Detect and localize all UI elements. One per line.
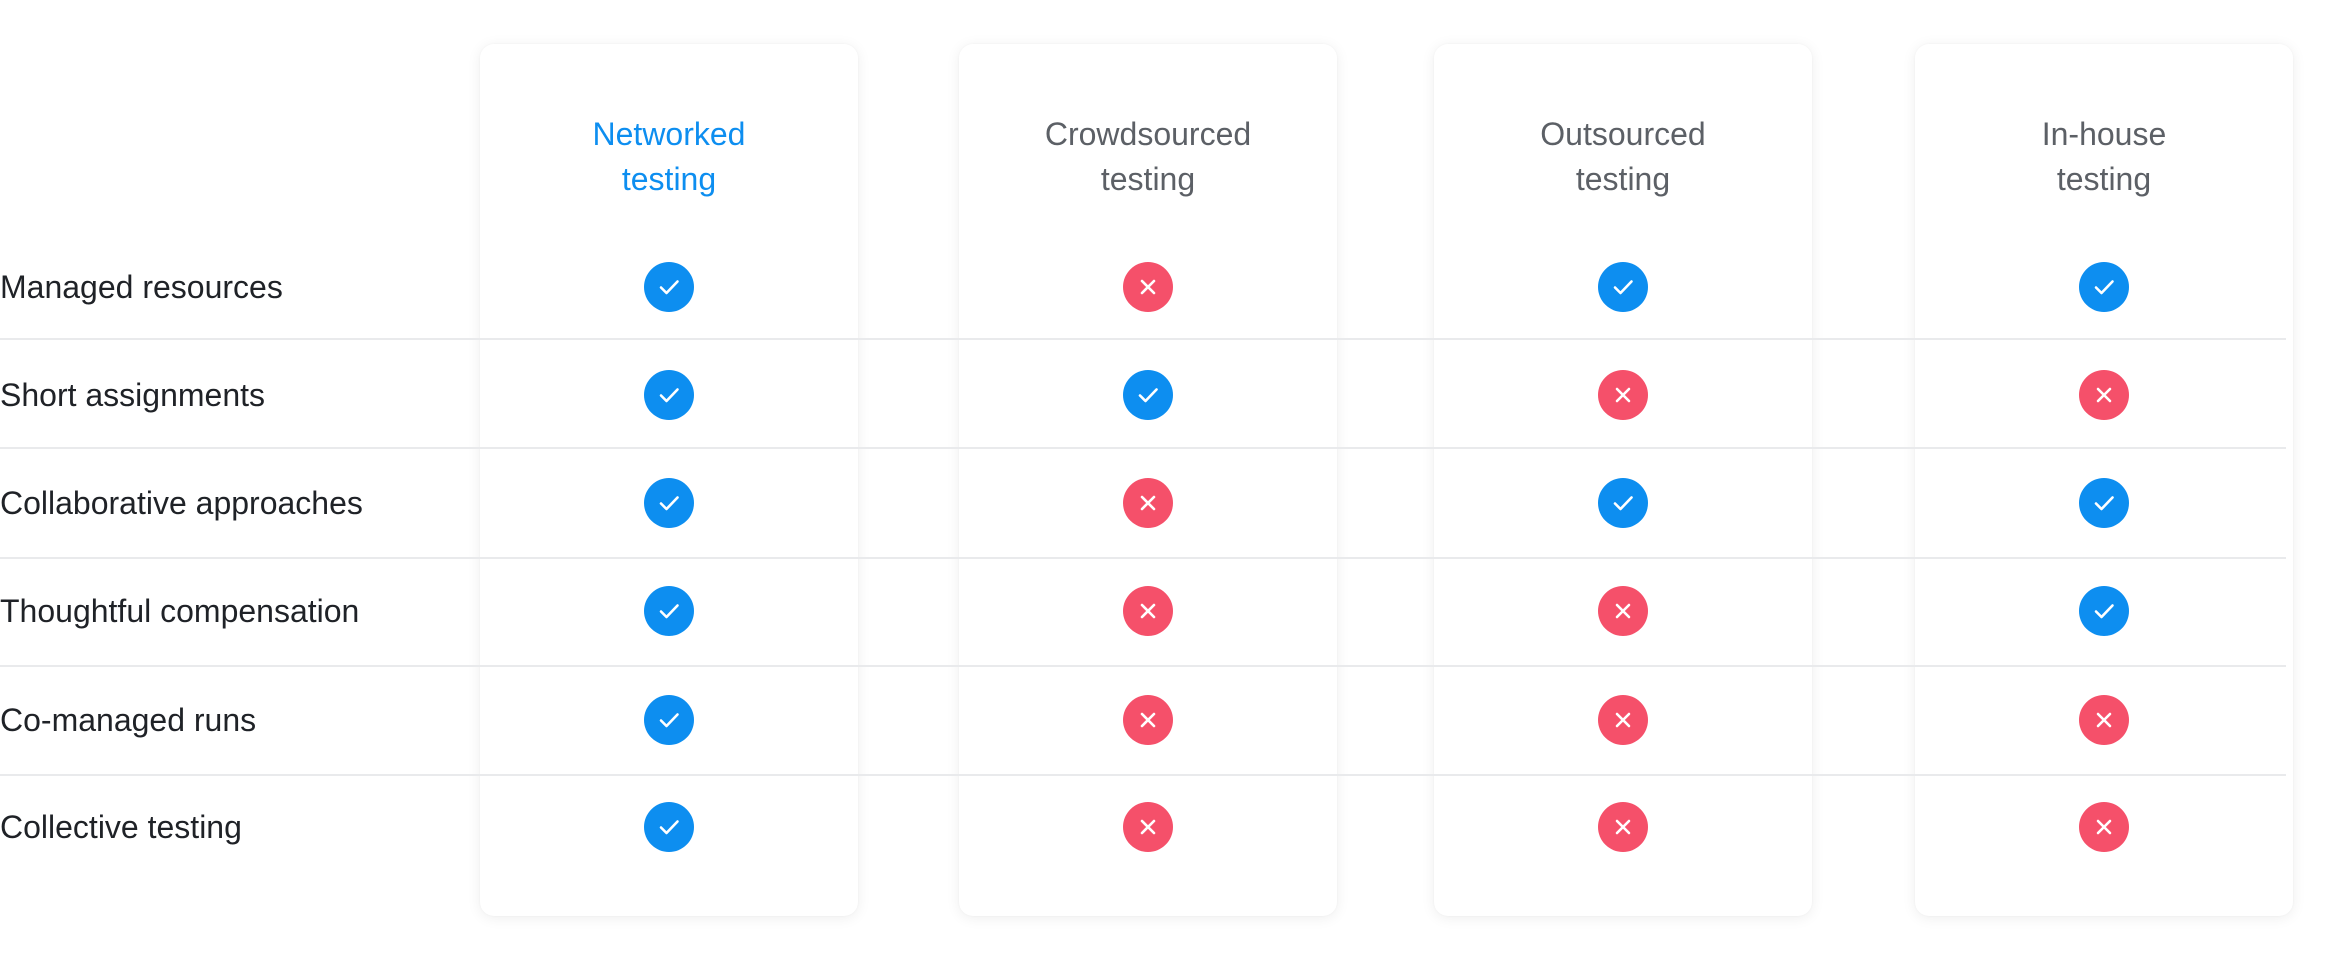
check-circle-icon [1598,478,1648,528]
cross-circle-icon [1598,802,1648,852]
row-divider [0,557,2286,559]
row-label-collective-testing: Collective testing [0,809,242,845]
column-header-line: testing [2056,161,2152,197]
row-divider [0,447,2286,449]
check-circle-icon [644,478,694,528]
cross-circle-icon [1123,695,1173,745]
column-header-line: In-house [2041,116,2167,152]
row-label-short-assignments: Short assignments [0,377,266,413]
check-circle-icon [644,370,694,420]
check-circle-icon [2079,478,2129,528]
column-header-line: Crowdsourced [1044,116,1252,152]
cross-circle-icon [1123,478,1173,528]
column-header-line: testing [1575,161,1671,197]
check-circle-icon [644,802,694,852]
column-header-line: Outsourced [1540,116,1706,152]
row-label-managed-resources: Managed resources [0,269,283,305]
cross-circle-icon [1598,370,1648,420]
check-circle-icon [1123,370,1173,420]
check-circle-icon [2079,586,2129,636]
cross-circle-icon [1598,586,1648,636]
check-circle-icon [644,695,694,745]
column-header-networked: Networked testing [480,112,858,202]
row-divider [0,774,2286,776]
cross-circle-icon [1123,802,1173,852]
row-divider [0,665,2286,667]
row-label-collaborative-approaches: Collaborative approaches [0,485,363,521]
row-label-co-managed-runs: Co-managed runs [0,702,257,738]
column-header-crowdsourced: Crowdsourced testing [959,112,1337,202]
cross-circle-icon [1598,695,1648,745]
check-circle-icon [1598,262,1648,312]
cross-circle-icon [2079,802,2129,852]
cross-circle-icon [2079,695,2129,745]
cross-circle-icon [2079,370,2129,420]
row-divider [0,338,2286,340]
check-circle-icon [644,262,694,312]
check-circle-icon [2079,262,2129,312]
column-header-line: testing [1100,161,1196,197]
check-circle-icon [644,586,694,636]
column-header-in-house: In-house testing [1915,112,2293,202]
row-label-thoughtful-compensation: Thoughtful compensation [0,593,360,629]
column-header-line: Networked [592,116,746,152]
cross-circle-icon [1123,586,1173,636]
column-header-line: testing [621,161,717,197]
column-header-outsourced: Outsourced testing [1434,112,1812,202]
cross-circle-icon [1123,262,1173,312]
